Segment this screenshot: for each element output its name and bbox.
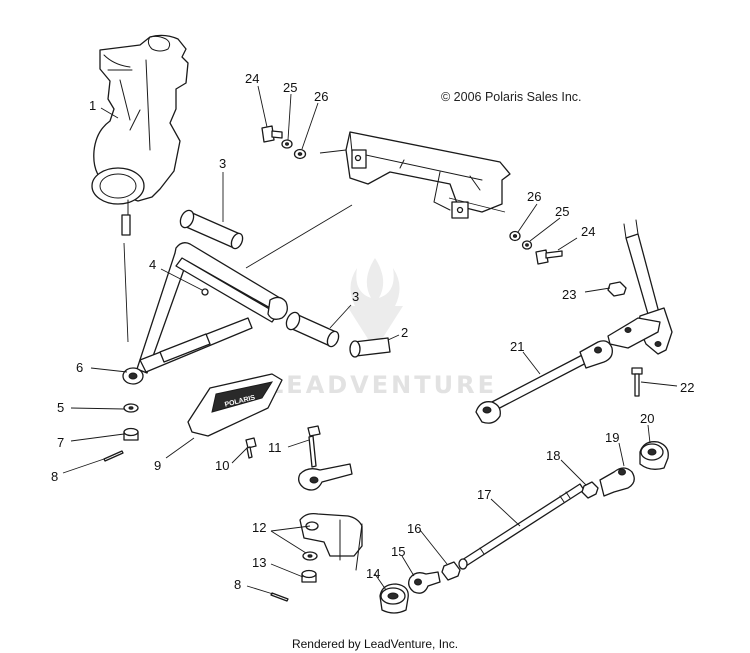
callout-24-right: 24 bbox=[581, 224, 595, 239]
callout-26-upper: 26 bbox=[314, 89, 328, 104]
render-credit: Rendered by LeadVenture, Inc. bbox=[292, 637, 458, 651]
pitman-bolt bbox=[631, 367, 643, 397]
steering-tie-rod-assembly bbox=[475, 340, 613, 424]
callout-22: 22 bbox=[680, 380, 694, 395]
jam-nut-inner bbox=[441, 561, 461, 581]
callout-5: 5 bbox=[57, 400, 64, 415]
callout-17: 17 bbox=[477, 487, 491, 502]
callout-6: 6 bbox=[76, 360, 83, 375]
callout-23: 23 bbox=[562, 287, 576, 302]
callout-24-upper: 24 bbox=[245, 71, 259, 86]
callout-7: 7 bbox=[57, 435, 64, 450]
pitman-nut bbox=[607, 281, 627, 297]
steering-knuckle bbox=[91, 34, 189, 236]
small-bolt bbox=[245, 437, 257, 459]
callout-4: 4 bbox=[149, 257, 156, 272]
steering-column bbox=[607, 219, 673, 355]
callout-10: 10 bbox=[215, 458, 229, 473]
callout-8-left: 8 bbox=[51, 469, 58, 484]
rod-end-cap bbox=[379, 583, 409, 614]
callout-25-right: 25 bbox=[555, 204, 569, 219]
skid-guard: POLARIS bbox=[187, 373, 283, 437]
bracket-lower bbox=[270, 512, 363, 602]
watermark: LEADVENTURE bbox=[268, 258, 497, 399]
hardware-lower-left bbox=[103, 403, 139, 462]
callout-18: 18 bbox=[546, 448, 560, 463]
callout-21: 21 bbox=[510, 339, 524, 354]
hardware-upper-left bbox=[261, 125, 307, 160]
rod-end-outer bbox=[599, 467, 635, 497]
rod-end-cap-outer bbox=[639, 441, 669, 470]
frame-crossmember bbox=[345, 131, 511, 219]
hardware-upper-right bbox=[509, 230, 563, 265]
callout-8-bottom: 8 bbox=[234, 577, 241, 592]
callout-3-upper: 3 bbox=[219, 156, 226, 171]
callout-11: 11 bbox=[268, 440, 282, 455]
callout-20: 20 bbox=[640, 411, 654, 426]
watermark-text: LEADVENTURE bbox=[268, 371, 497, 399]
rod-end-inner bbox=[408, 571, 441, 594]
callout-16: 16 bbox=[407, 521, 421, 536]
bolt-long bbox=[307, 425, 321, 468]
callout-labels: 1 2 3 3 4 5 6 7 8 8 9 10 11 12 13 14 15 … bbox=[51, 71, 694, 592]
pivot-tube bbox=[349, 337, 391, 358]
callout-25-upper: 25 bbox=[283, 80, 297, 95]
rod-end-upper bbox=[298, 463, 353, 491]
bushing-sleeve-upper bbox=[179, 209, 244, 250]
callout-26-right: 26 bbox=[527, 189, 541, 204]
callout-13: 13 bbox=[252, 555, 266, 570]
callout-14: 14 bbox=[366, 566, 380, 581]
jam-nut-outer bbox=[581, 481, 599, 499]
callout-15: 15 bbox=[391, 544, 405, 559]
callout-2: 2 bbox=[401, 325, 408, 340]
callout-9: 9 bbox=[154, 458, 161, 473]
callout-1: 1 bbox=[89, 98, 96, 113]
bushing-sleeve-lower bbox=[285, 311, 340, 348]
callout-12: 12 bbox=[252, 520, 266, 535]
callout-19: 19 bbox=[605, 430, 619, 445]
callout-3-lower: 3 bbox=[352, 289, 359, 304]
copyright-notice: © 2006 Polaris Sales Inc. bbox=[441, 90, 582, 104]
a-arm bbox=[122, 242, 288, 385]
